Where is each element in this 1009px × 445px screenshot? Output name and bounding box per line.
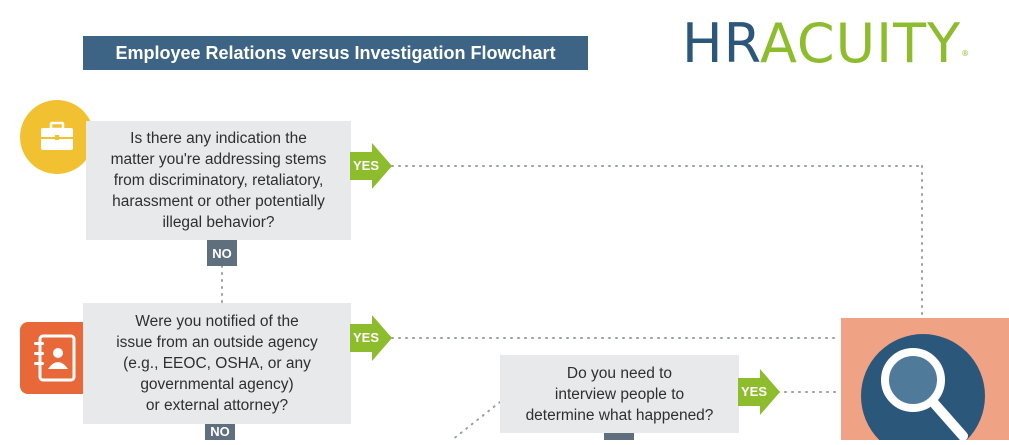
question-box-outside-agency: Were you notified of the issue from an o… [83, 303, 351, 424]
yes-label-3: YES [741, 384, 768, 399]
yes-label-2: YES [353, 330, 380, 345]
yes-arrow-1 [350, 143, 394, 194]
briefcase-icon [20, 100, 94, 179]
no-label-2: NO [205, 424, 235, 440]
question-box-interview: Do you need to interview people to deter… [500, 355, 739, 433]
yes-label-1: YES [353, 158, 380, 173]
yes-arrow-3 [738, 369, 782, 420]
contact-book-icon [20, 322, 92, 399]
no-label-1: NO [207, 240, 237, 266]
yes-arrow-2 [350, 315, 394, 366]
question-box-discrimination: Is there any indication the matter you'r… [86, 121, 351, 240]
magnifier-icon [841, 318, 1009, 445]
flowchart-title: Employee Relations versus Investigation … [83, 36, 588, 70]
no-label-3 [604, 433, 634, 440]
hr-acuity-logo: HRACUITY® [682, 12, 971, 75]
